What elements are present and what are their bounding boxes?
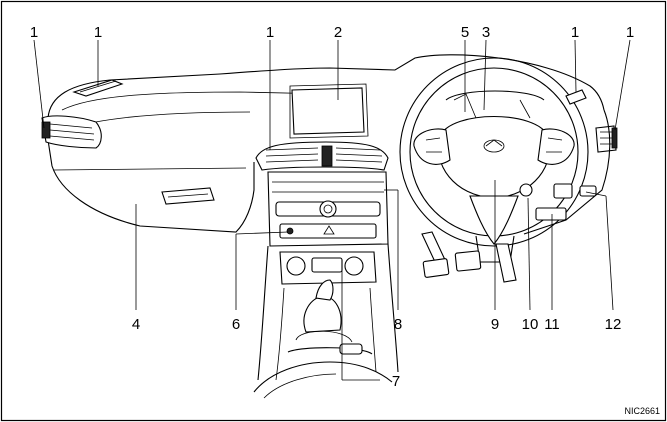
glovebox-outline (47, 139, 255, 233)
callout-6-hazard-switch: 6 (232, 316, 240, 333)
side-vent-right (595, 125, 618, 153)
callout-9-steering-wheel: 9 (491, 316, 499, 333)
center-stack (267, 171, 389, 247)
callout-1-center-vent: 1 (266, 24, 274, 41)
callout-1-right-top-vent: 1 (571, 24, 579, 41)
dash-crease (61, 91, 331, 111)
glovebox-top-line (53, 167, 247, 171)
callout-11-switches: 11 (544, 316, 560, 333)
dashboard-illustration (41, 54, 618, 399)
side-vent-left (41, 115, 102, 149)
top-vent-left (72, 79, 124, 97)
callout-2-display: 2 (334, 24, 342, 41)
callout-12-controls: 12 (605, 316, 622, 333)
callout-1-left-side-vent: 1 (30, 24, 38, 41)
callout-labels: 1 1 1 2 5 3 1 1 4 6 8 9 10 11 12 7 (30, 24, 634, 390)
dash-top-outline (47, 54, 605, 119)
lower-console (253, 343, 393, 399)
callout-3-gauges: 3 (482, 24, 490, 41)
top-vent-right (565, 89, 587, 105)
callout-1-right-side-vent: 1 (626, 24, 634, 41)
display-screen (289, 83, 369, 139)
center-vents (255, 141, 389, 171)
instrument-cluster (445, 90, 545, 119)
callout-10-ignition: 10 (522, 316, 539, 333)
pedals (421, 231, 517, 283)
console-right-side (387, 243, 399, 373)
callout-8-audio: 8 (394, 316, 402, 333)
console-left-side (257, 245, 269, 381)
callout-7-climate: 7 (392, 373, 400, 390)
callout-4-glovebox: 4 (132, 316, 140, 333)
glovebox-handle (161, 187, 215, 205)
leader-lines (33, 39, 631, 381)
callout-5-cluster: 5 (461, 24, 469, 41)
gear-shifter (295, 279, 353, 343)
callout-1-left-top-vent: 1 (94, 24, 102, 41)
climate-controls (279, 251, 377, 285)
steering-wheel (399, 57, 589, 247)
figure-code: NIC2661 (624, 406, 660, 416)
